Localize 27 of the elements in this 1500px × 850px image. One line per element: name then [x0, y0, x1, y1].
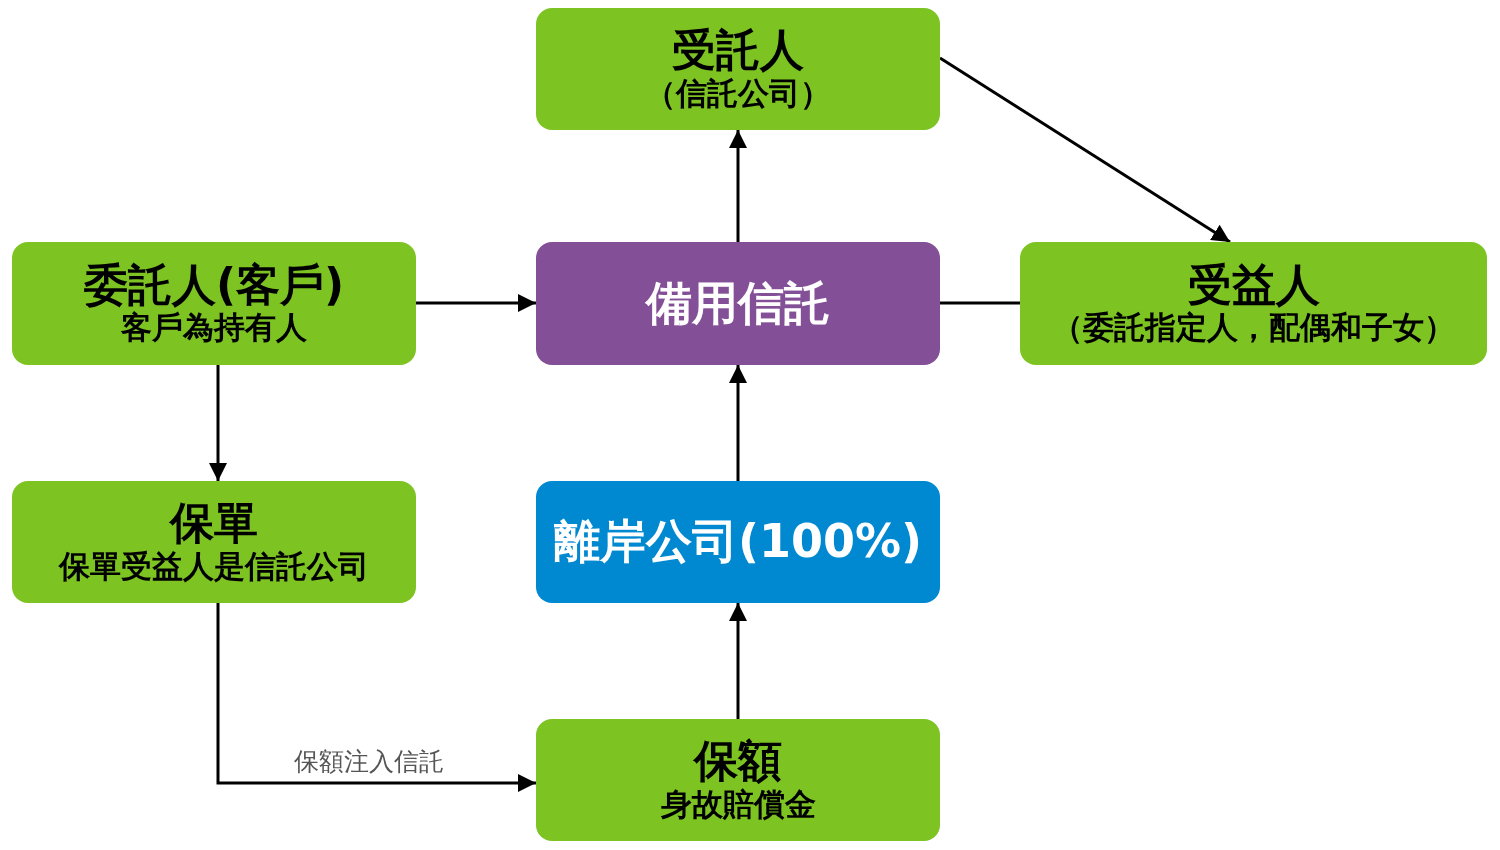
process-box [536, 481, 940, 603]
process-box [536, 242, 940, 365]
arrow [729, 365, 747, 481]
connector-line [940, 301, 1020, 305]
box-title: 保單 [170, 499, 258, 548]
process-box [12, 481, 416, 603]
box-title: 委託人(客戶) [83, 260, 345, 310]
process-box [536, 8, 940, 130]
arrow [209, 365, 227, 481]
process-box [536, 719, 940, 841]
box-title: 保額 [694, 737, 782, 786]
box-subtitle: 身故賠償金 [660, 785, 816, 823]
process-box [1020, 242, 1487, 365]
arrow [939, 56, 1231, 244]
box-subtitle: （信託公司） [645, 74, 831, 112]
box-title: 離岸公司(100%) [553, 513, 923, 570]
box-title: 受託人 [672, 26, 804, 75]
process-box [12, 242, 416, 365]
box-subtitle: 保單受益人是信託公司 [59, 547, 369, 585]
box-subtitle: 客戶為持有人 [121, 309, 307, 347]
arrow [416, 294, 536, 312]
box-title: 備用信託 [646, 274, 830, 332]
box-title: 受益人 [1187, 260, 1320, 310]
arrow [216, 603, 536, 792]
box-subtitle: （委託指定人，配偶和子女） [1052, 309, 1455, 347]
arrow [729, 130, 747, 242]
arrow [729, 603, 747, 719]
